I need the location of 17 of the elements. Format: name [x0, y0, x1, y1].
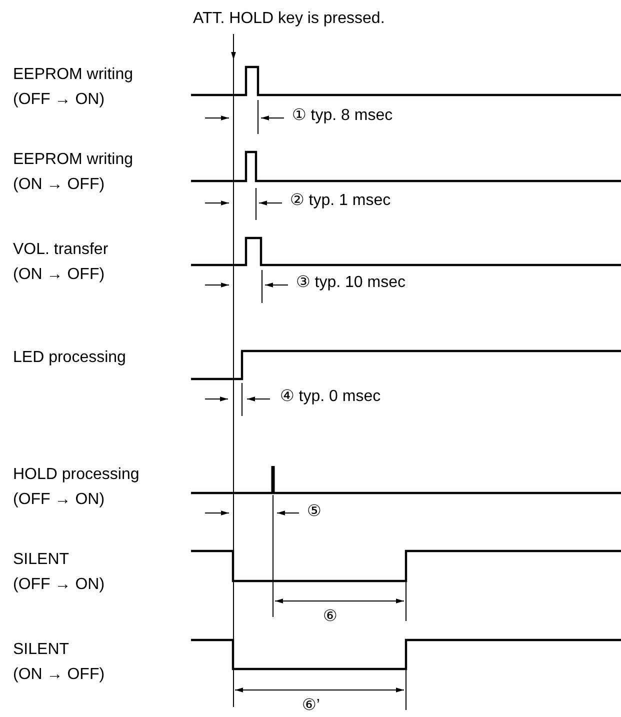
signal-name: EEPROM writing (ON → OFF) — [13, 150, 134, 195]
signal-name: HOLD processing (OFF → ON) — [13, 465, 140, 510]
timing-note: ① typ. 8 msec — [292, 107, 393, 125]
timing-note: ④ typ. 0 msec — [280, 388, 381, 406]
callout-number: ⑤ — [307, 503, 322, 521]
callout-number: ⑥’ — [302, 697, 320, 715]
leader-arrow — [231, 34, 236, 60]
timing-note: ③ typ. 10 msec — [296, 274, 406, 292]
signal-name: LED processing — [13, 348, 126, 368]
timing-note: ② typ. 1 msec — [290, 192, 391, 210]
signal-name: EEPROM writing (OFF → ON) — [13, 65, 134, 110]
reference-line — [233, 60, 234, 707]
signal-name: VOL. transfer (ON → OFF) — [13, 240, 108, 285]
signal-name: SILENT (ON → OFF) — [13, 640, 105, 685]
callout-number: ⑥ — [323, 608, 338, 626]
signal-name: SILENT (OFF → ON) — [13, 550, 105, 595]
annotation-text: ATT. HOLD key is pressed. — [193, 8, 385, 30]
